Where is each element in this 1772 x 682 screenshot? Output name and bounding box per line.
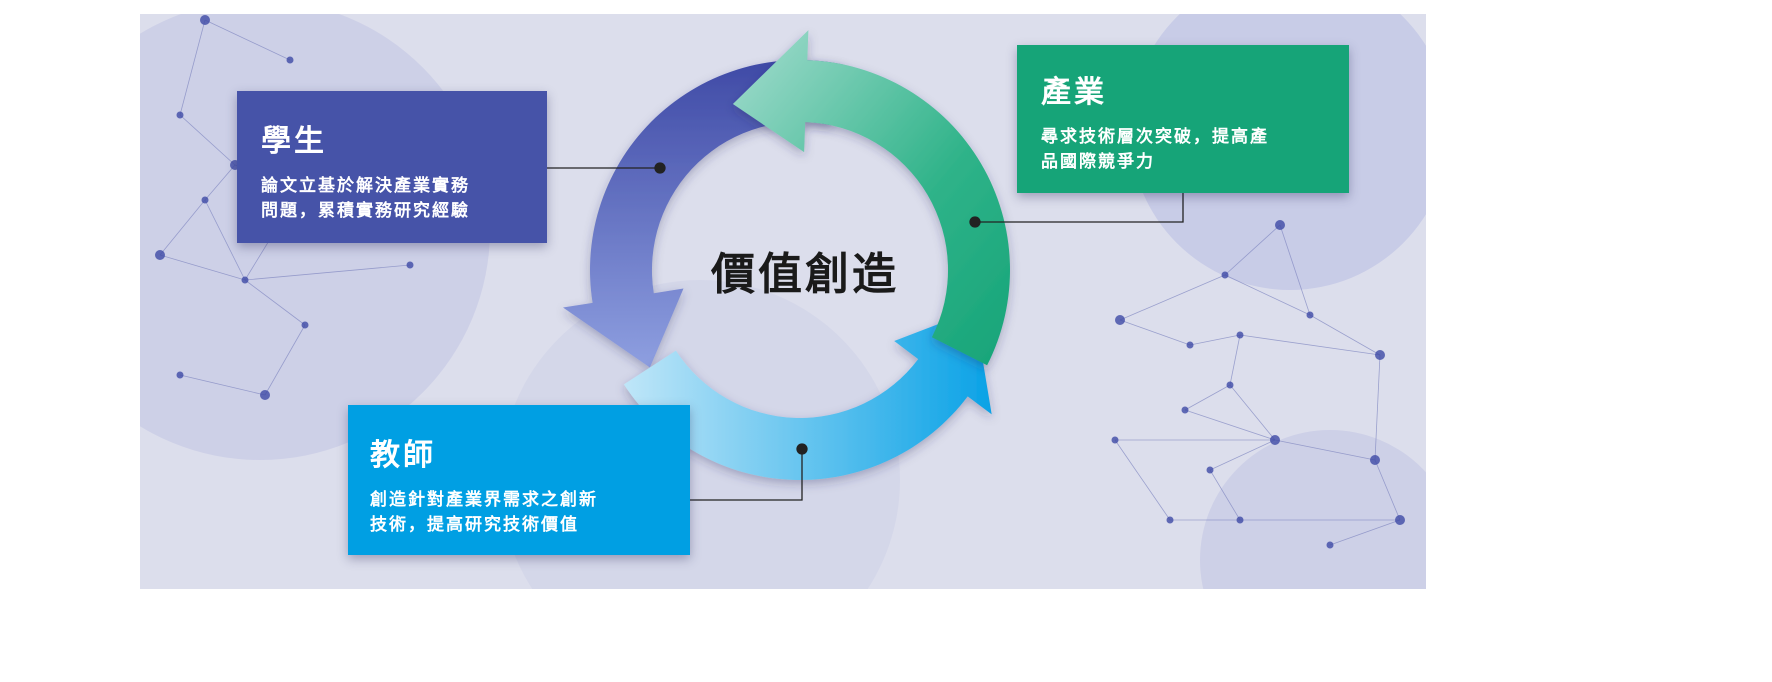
teacher-title: 教師 [370,438,436,473]
teacher-desc-line1: 創造針對產業界需求之創新 [370,490,598,510]
teacher-desc-line2: 技術，提高研究技術價值 [370,515,579,535]
industry-cycle-arrow [732,30,1010,366]
industry-connector-dot [969,216,981,228]
teacher-cycle-arrow [623,310,992,480]
industry-connector [975,193,1184,223]
teacher-box: 教師 創造針對產業界需求之創新 技術，提高研究技術價值 [348,405,690,555]
student-desc-line2: 問題，累積實務研究經驗 [261,201,470,221]
industry-desc-line1: 尋求技術層次突破，提高產 [1041,127,1269,147]
industry-desc-line2: 品國際競爭力 [1041,152,1155,172]
industry-box: 產業 尋求技術層次突破，提高產 品國際競爭力 [1017,45,1349,193]
student-connector-dot [654,162,666,174]
student-box: 學生 論文立基於解決產業實務 問題，累積實務研究經驗 [237,91,547,243]
teacher-connector [690,449,803,501]
industry-title: 產業 [1041,75,1107,110]
student-cycle-arrow [563,60,844,368]
student-title: 學生 [261,124,327,159]
center-title: 價值創造 [711,249,899,300]
student-desc-line1: 論文立基於解決產業實務 [261,176,470,196]
teacher-connector-dot [796,443,808,455]
